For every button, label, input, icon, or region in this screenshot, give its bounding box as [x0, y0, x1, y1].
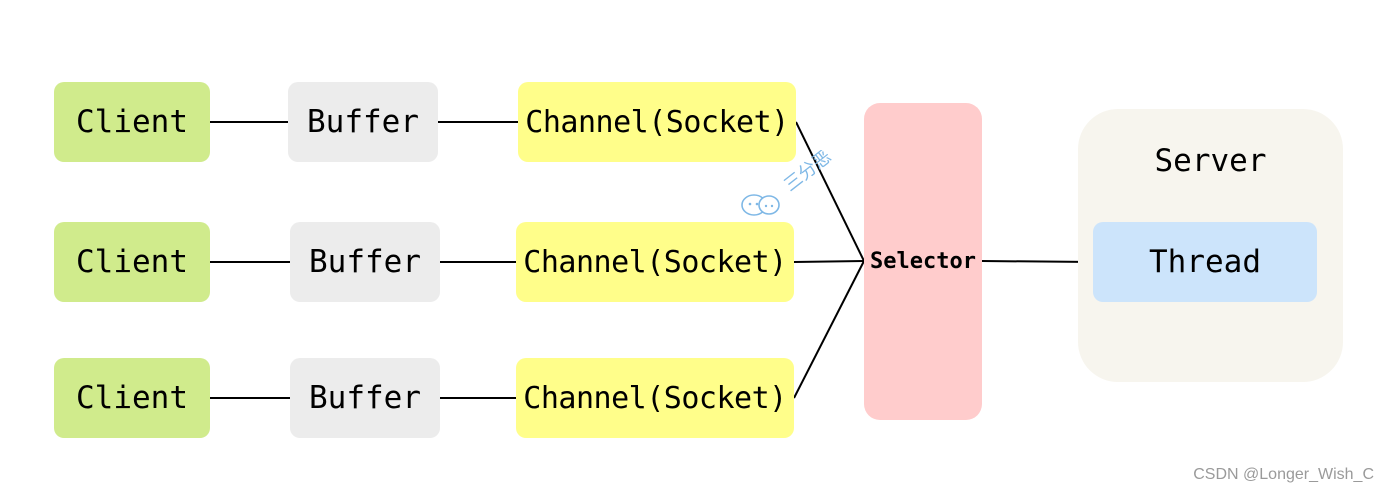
thread-label: Thread [1149, 244, 1261, 280]
selector-thread-line [981, 260, 1094, 263]
credit-watermark: CSDN @Longer_Wish_C [1193, 466, 1374, 483]
wechat-watermark-icon: 三分恶 [741, 146, 836, 216]
server-label: Server [1154, 143, 1267, 179]
channel-box-3: Channel(Socket) [516, 358, 794, 438]
buffer-label: Buffer [309, 244, 421, 280]
client-box-3: Client [54, 358, 210, 438]
watermark: 三分恶 [738, 146, 858, 229]
buffer-box-3: Buffer [290, 358, 440, 438]
buffer-box-2: Buffer [290, 222, 440, 302]
watermark-text: 三分恶 [780, 150, 835, 196]
channel-label: Channel(Socket) [523, 380, 787, 416]
client-box-1: Client [54, 82, 210, 162]
channel-label: Channel(Socket) [525, 104, 789, 140]
thread-box: Thread [1093, 222, 1317, 302]
client-box-2: Client [54, 222, 210, 302]
client-label: Client [76, 380, 188, 416]
client-label: Client [76, 244, 188, 280]
selector-box: Selector [864, 103, 982, 420]
channel-selector-line-2 [793, 260, 865, 263]
buffer-label: Buffer [309, 380, 421, 416]
buffer-box-1: Buffer [288, 82, 438, 162]
selector-label: Selector [870, 249, 976, 274]
client-label: Client [76, 104, 188, 140]
channel-selector-line-3 [793, 260, 865, 399]
buffer-label: Buffer [307, 104, 419, 140]
channel-box-1: Channel(Socket) [518, 82, 796, 162]
channel-selector-line-1 [795, 121, 865, 262]
channel-box-2: Channel(Socket) [516, 222, 794, 302]
channel-label: Channel(Socket) [523, 244, 787, 280]
